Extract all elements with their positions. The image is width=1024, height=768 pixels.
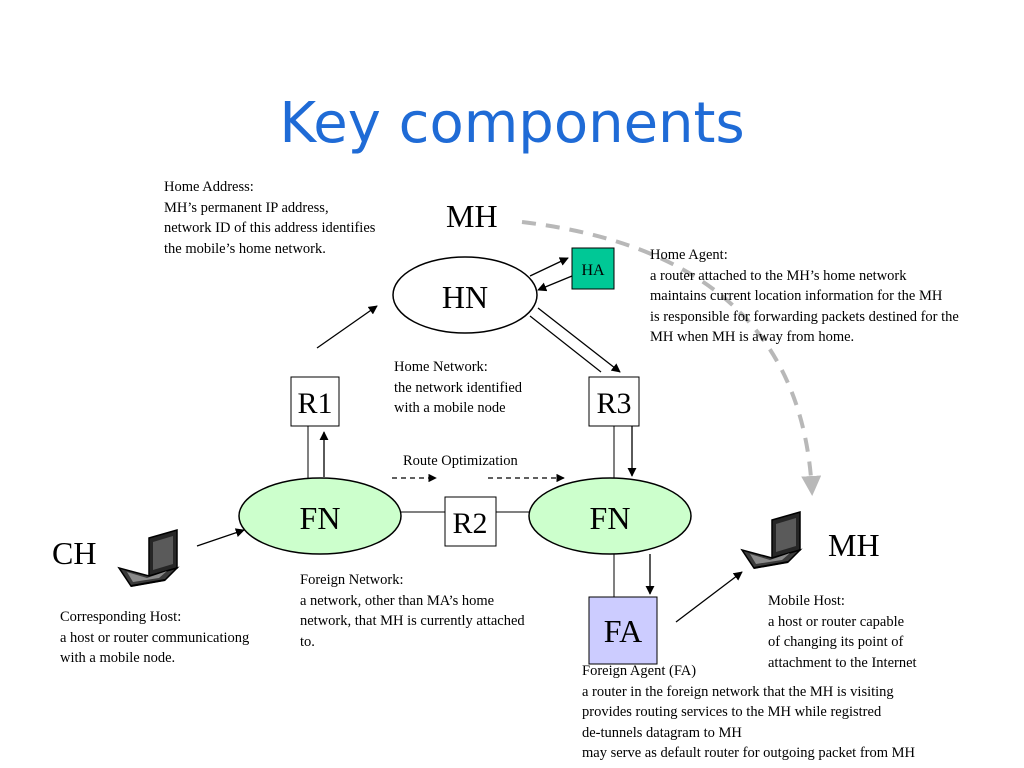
foreign-network-left [238,477,402,555]
home-network-node [392,256,538,334]
home-agent-note: Home Agent: a router attached to the MH’… [650,247,959,345]
foreign-network-note: Foreign Network: a network, other than M… [300,572,525,650]
fn-right-label: FN [590,500,631,536]
hn-label: HN [442,279,488,315]
r3-label: R3 [596,387,631,420]
home-address-note: Home Address: MH’s permanent IP address,… [164,179,376,257]
mh-top-label: MH [446,198,498,234]
slide-title: Key components [279,91,745,156]
home-network-note: Home Network: the network identified wit… [394,359,523,416]
router-r2 [444,496,497,547]
corresponding-host-note: Corresponding Host: a host or router com… [60,609,250,666]
home-agent-box [571,247,615,290]
mobile-host-note: Mobile Host: a host or router capable of… [768,593,917,671]
r1-label: R1 [297,387,332,420]
foreign-agent-box [588,596,658,665]
fn-left-label: FN [300,500,341,536]
foreign-network-right [528,477,692,555]
router-r1 [290,376,340,427]
router-r3 [588,376,640,427]
fa-label: FA [604,613,643,649]
laptop-icon [118,529,178,587]
ch-label: CH [52,535,97,571]
foreign-agent-note: Foreign Agent (FA) a router in the forei… [582,663,915,761]
laptop-icon [741,511,801,569]
r2-label: R2 [452,507,487,540]
mh-right-label: MH [828,527,880,563]
ha-label: HA [581,262,605,279]
route-optimization-label: Route Optimization [403,453,518,469]
